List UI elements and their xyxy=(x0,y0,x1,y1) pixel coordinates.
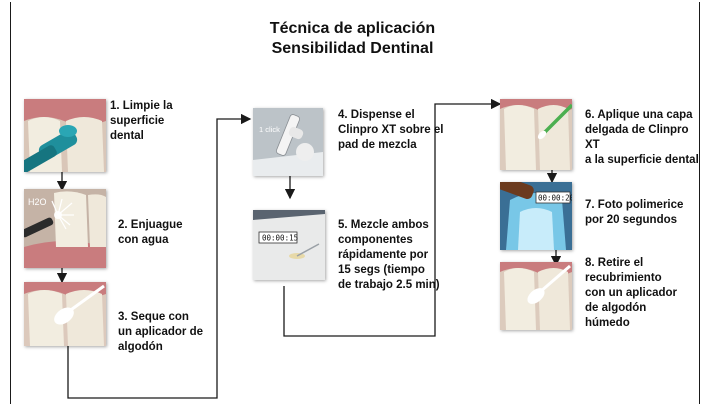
h2o-label: H2O xyxy=(28,197,47,207)
diagram-title-line-2: Sensibilidad Dentinal xyxy=(271,40,434,57)
brush-applicator-icon xyxy=(537,103,572,140)
step-4-image: 1 click xyxy=(253,108,323,176)
curing-light-icon xyxy=(500,182,534,200)
step-1-text: 1. Limpie la superficie dental xyxy=(110,100,173,142)
connector-step5-step6 xyxy=(283,98,502,337)
cotton-applicator-icon xyxy=(527,264,571,304)
diagram-frame xyxy=(10,2,700,404)
step-2-image: H2O xyxy=(24,189,106,268)
step-6-text: 6. Aplique una capa delgada de Clinpro X… xyxy=(585,109,699,166)
step-6-image xyxy=(500,99,572,170)
step-2-text: 2. Enjuague con agua xyxy=(118,219,183,246)
step-7-image: 00:00:20 xyxy=(500,182,572,250)
mixing-pad-icon xyxy=(289,243,320,259)
step-5-text: 5. Mezcle ambos componentes rápidamente … xyxy=(338,219,440,291)
cure-timer-readout: 00:00:20 xyxy=(538,194,572,203)
connector-step3-step4 xyxy=(67,113,252,399)
dispenser-icon xyxy=(276,114,314,161)
step-3-text: 3. Seque con un aplicador de algodón xyxy=(118,311,203,353)
step-4-text: 4. Dispense el Clinpro XT sobre el pad d… xyxy=(338,109,444,151)
dental-polisher-icon xyxy=(24,125,78,172)
step-5-image: 00:00:15 xyxy=(253,210,325,280)
click-label: 1 click xyxy=(259,125,280,134)
step-3-image xyxy=(24,282,106,346)
step-7-text: 7. Foto polimerice por 20 segundos xyxy=(585,199,684,226)
water-spray-icon xyxy=(24,198,74,238)
mix-timer-readout: 00:00:15 xyxy=(262,234,298,243)
step-1-image xyxy=(24,99,106,172)
diagram-title-line-1: Técnica de aplicación xyxy=(269,20,436,37)
step-8-image xyxy=(500,262,572,330)
cotton-applicator-icon xyxy=(54,284,105,325)
step-8-text: 8. Retire el recubrimiento con un aplica… xyxy=(585,257,678,329)
